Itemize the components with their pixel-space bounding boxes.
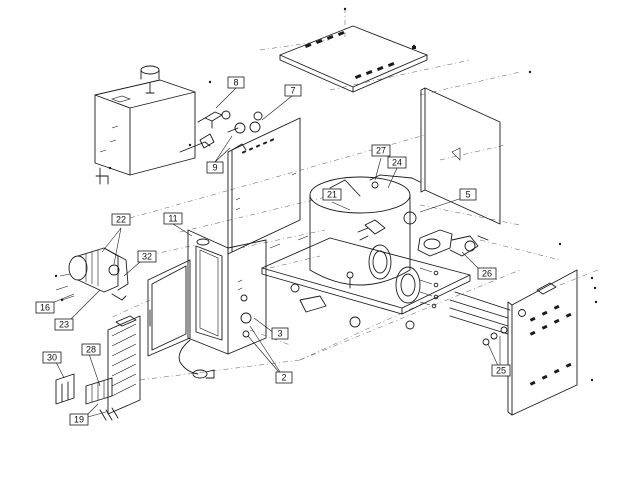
fasteners	[54, 7, 598, 382]
enclosure-door	[147, 259, 191, 357]
callout-label-9: 9	[212, 163, 217, 173]
right-front-cover	[507, 269, 578, 416]
callout-21: 21	[322, 188, 342, 201]
heating-elements	[449, 291, 511, 346]
callout-26: 26	[477, 267, 497, 280]
valve-fittings	[197, 110, 263, 151]
reservoir-tank	[94, 65, 211, 185]
callout-28: 28	[81, 343, 101, 356]
callout-32: 32	[137, 250, 157, 263]
callout-label-25: 25	[496, 366, 506, 376]
callout-8: 8	[227, 76, 245, 89]
callout-label-27: 27	[376, 146, 386, 156]
callout-label-28: 28	[86, 345, 96, 355]
callout-label-5: 5	[465, 190, 470, 200]
callout-3: 3	[271, 327, 289, 340]
callout-label-26: 26	[482, 269, 492, 279]
callout-5: 5	[459, 188, 477, 201]
contactor-block	[55, 373, 75, 405]
callout-label-24: 24	[392, 158, 402, 168]
burner-fan	[417, 229, 489, 257]
callout-label-7: 7	[290, 86, 295, 96]
phantom-lines	[109, 8, 599, 381]
callout-27: 27	[371, 144, 391, 157]
callout-label-16: 16	[40, 303, 50, 313]
top-cover-panel	[279, 25, 428, 93]
leader-lines	[51, 87, 501, 419]
callout-label-3: 3	[277, 329, 282, 339]
control-panel-board	[107, 315, 141, 415]
callout-2: 2	[275, 371, 293, 384]
callout-label-30: 30	[47, 353, 57, 363]
flange-assembly	[368, 244, 439, 309]
pump-motor	[55, 247, 129, 301]
callout-label-19: 19	[74, 415, 84, 425]
rear-side-panel	[420, 87, 501, 225]
callout-label-22: 22	[116, 215, 126, 225]
callout-19: 19	[69, 413, 89, 426]
callout-label-8: 8	[233, 78, 238, 88]
callout-label-11: 11	[168, 214, 177, 224]
power-cable	[178, 339, 215, 379]
callout-23: 23	[54, 318, 74, 331]
callout-label-23: 23	[59, 320, 69, 330]
callout-label-21: 21	[327, 190, 337, 200]
callout-24: 24	[387, 156, 407, 169]
callout-7: 7	[284, 84, 302, 97]
callout-22: 22	[111, 213, 131, 226]
boiler-vessel	[309, 174, 421, 289]
front-panel	[227, 117, 301, 255]
electrical-enclosure	[187, 229, 267, 355]
callout-16: 16	[35, 301, 55, 314]
callout-9: 9	[206, 161, 224, 174]
callout-11: 11	[163, 212, 183, 225]
callout-label-2: 2	[281, 373, 286, 383]
callout-30: 30	[42, 351, 62, 364]
callout-25: 25	[491, 364, 511, 377]
base-frame	[261, 235, 471, 330]
terminal-blocks	[85, 377, 119, 421]
callout-label-32: 32	[142, 252, 152, 262]
